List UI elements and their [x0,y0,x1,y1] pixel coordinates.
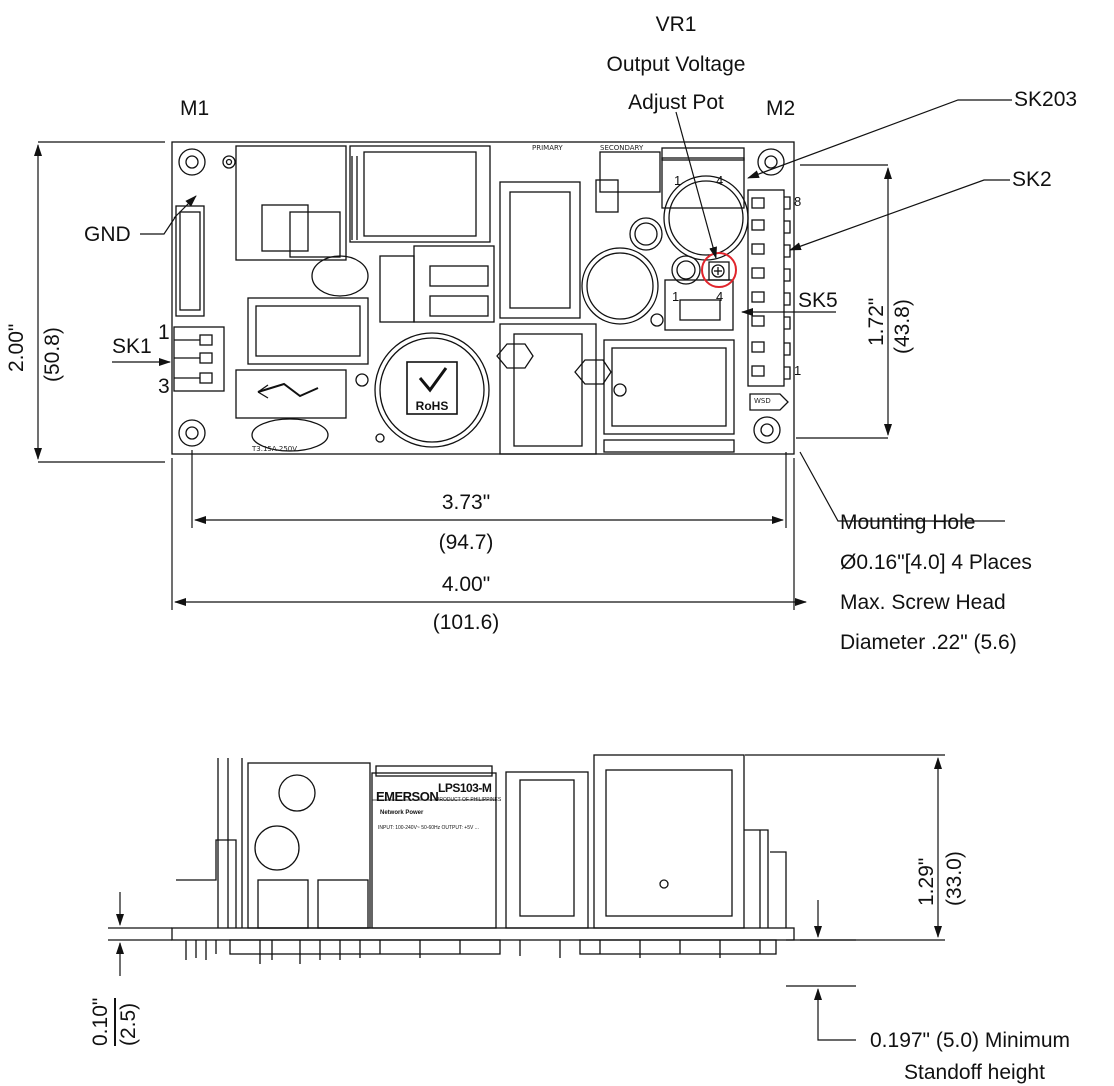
mounting-hole-m2 [757,148,785,176]
pcb-wsd-mark: WSD [754,397,771,405]
mounting-hole-leader [799,451,1005,522]
dim-height-mm: (50.8) [41,327,64,382]
gnd-label: GND [84,223,131,246]
standoff-line1: 0.197" (5.0) Minimum [870,1029,1071,1052]
dim-hole-x-in: 3.73" [441,491,491,514]
mounting-hole-line1: Mounting Hole [840,511,976,534]
dim-hole-y-in: 1.72" [865,297,888,346]
mounting-hole-bl [178,419,206,447]
bulk-capacitor [374,332,490,448]
pcb-primary-mark: PRIMARY [532,144,563,152]
sk1-pin-first: 1 [158,321,170,344]
pcb-top-view [171,141,795,455]
dim-pcb-fraction-bar [114,998,116,1046]
sk1-connector [173,326,225,392]
side-bulk-capacitor [371,765,497,929]
vr1-ref-label: VR1 [655,13,697,36]
dim-pcb-mm: (2.5) [117,1002,140,1046]
sk203-pin-4: 4 [716,173,724,188]
mounting-hole-line3: Max. Screw Head [840,591,1006,614]
vr1-subtitle-label: Adjust Pot [628,91,724,114]
mounting-hole-m1 [178,148,206,176]
m1-label: M1 [180,97,210,120]
mounting-hole-line2: Ø0.16"[4.0] 4 Places [840,551,1032,574]
sk203-connector [661,147,745,209]
dim-width-in: 4.00" [441,573,491,596]
gnd-leader [140,215,177,235]
vr1-leader [675,111,717,259]
dim-hole-x-mm: (94.7) [438,531,494,554]
sk1-label: SK1 [112,335,152,358]
mounting-hole-line4: Diameter .22" (5.6) [840,631,1017,654]
sk5-pin-1: 1 [672,289,680,304]
sk203-pin-1: 1 [674,173,682,188]
brand-label: EMERSON [376,789,439,804]
pcb-fuse-mark: T3.15A 250V [252,445,298,453]
sk2-label: SK2 [1012,168,1052,191]
vr1-title-label: Output Voltage [606,53,746,76]
sk2-connector [747,189,791,387]
sk5-label: SK5 [798,289,838,312]
rating-label: INPUT: 100-240V~ 50-60Hz OUTPUT: +5V ... [378,825,479,831]
dim-width-mm: (101.6) [432,611,500,634]
pcb-secondary-mark: SECONDARY [600,144,644,152]
standoff-line2: Standoff height [904,1061,1045,1084]
sk5-pin-4: 4 [716,289,724,304]
sk203-leader [747,99,1012,179]
sk2-pin-last: 1 [794,363,802,378]
dim-height-in: 2.00" [5,323,28,372]
side-right-transformer [593,754,745,929]
standoff-leader [817,1020,856,1041]
origin-label: PRODUCT OF PHILIPPINES [436,797,502,803]
sk2-leader [789,179,1010,251]
model-label: LPS103-M [438,781,492,795]
side-view [171,754,795,964]
brand-sub-label: Network Power [380,810,424,816]
pcb-outline [171,141,795,455]
sk5-connector [664,279,734,331]
sk1-pin-last: 3 [158,375,170,398]
vr1-highlight-circle [701,252,737,288]
sk2-pin-first: 8 [794,194,802,209]
sk203-label: SK203 [1014,88,1078,111]
dim-pcb-in: 0.10" [89,997,112,1046]
dim-side-height-mm: (33.0) [943,851,966,906]
rohs-mark: RoHS [415,399,449,413]
dim-side-height-in: 1.29" [915,857,938,906]
vr1-pot [708,261,730,281]
side-pcb [171,927,795,941]
mounting-hole-br [753,416,781,444]
m2-label: M2 [766,97,796,120]
dim-hole-y-mm: (43.8) [891,299,914,354]
